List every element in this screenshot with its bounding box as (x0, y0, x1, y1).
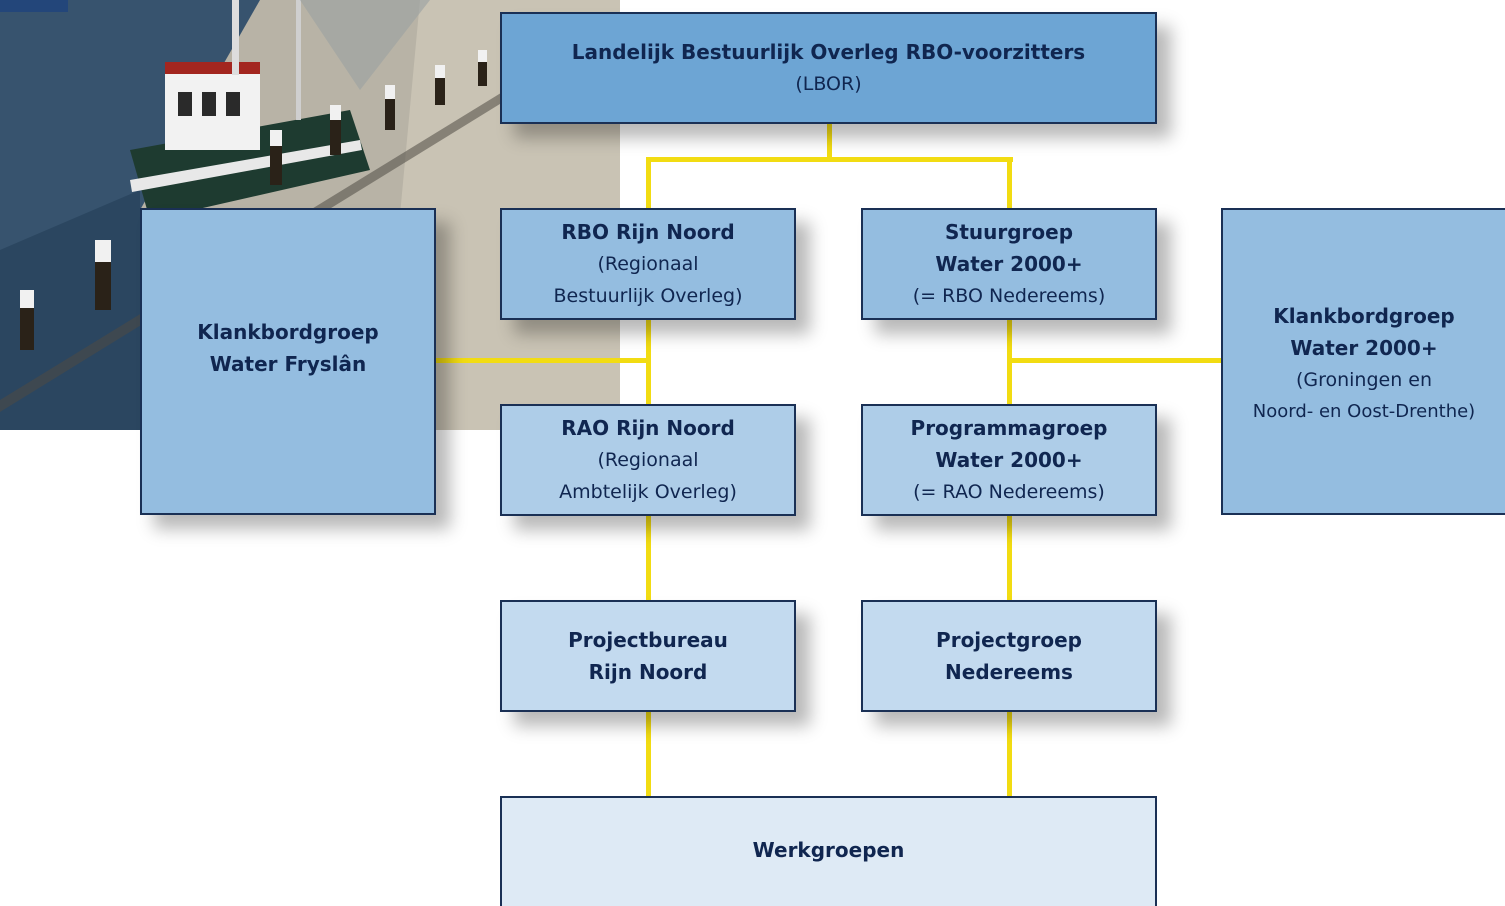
connector-projectgroep-to-werkgroepen (1007, 710, 1012, 798)
connector-left-to-rbo (646, 157, 651, 210)
klankbordgroep-water2000-title-line1: Klankbordgroep (1273, 304, 1455, 328)
rbo-rijn-noord-title: RBO Rijn Noord (561, 220, 735, 244)
lbor-title: Landelijk Bestuurlijk Overleg RBO-voorzi… (571, 40, 1086, 64)
connector-fryslan-to-left-trunk (434, 358, 650, 363)
klankbordgroep-water2000-box: Klankbordgroep Water 2000+ (Groningen en… (1221, 208, 1505, 515)
klankbordgroep-fryslan-box: Klankbordgroep Water Fryslân (140, 208, 436, 515)
connector-programmagroep-to-projectgroep (1007, 514, 1012, 602)
rao-rijn-noord-box: RAO Rijn Noord (Regionaal Ambtelijk Over… (500, 404, 796, 516)
projectgroep-title-line2: Nedereems (945, 660, 1073, 684)
lbor-box: Landelijk Bestuurlijk Overleg RBO-voorzi… (500, 12, 1157, 124)
connector-top-horizontal (646, 157, 1013, 162)
corner-tab (0, 0, 68, 12)
projectgroep-title-line1: Projectgroep (936, 628, 1082, 652)
connector-rao-to-projectbureau (646, 514, 651, 602)
connector-right-trunk-to-klankbordgroep (1010, 358, 1223, 363)
projectbureau-title-line2: Rijn Noord (588, 660, 708, 684)
rao-rijn-noord-title: RAO Rijn Noord (561, 416, 735, 440)
rbo-rijn-noord-box: RBO Rijn Noord (Regionaal Bestuurlijk Ov… (500, 208, 796, 320)
projectbureau-title-line1: Projectbureau (568, 628, 728, 652)
programmagroep-box: Programmagroep Water 2000+ (= RAO Nedere… (861, 404, 1157, 516)
connector-projectbureau-to-werkgroepen (646, 710, 651, 798)
lbor-subtitle: (LBOR) (795, 73, 862, 95)
klankbordgroep-water2000-subtitle-line2: Noord- en Oost-Drenthe) (1252, 401, 1476, 422)
klankbordgroep-fryslan-title-line2: Water Fryslân (209, 352, 367, 376)
programmagroep-subtitle: (= RAO Nedereems) (913, 481, 1105, 503)
rao-rijn-noord-subtitle: (Regionaal Ambtelijk Overleg) (559, 449, 737, 503)
stuurgroep-title-line2: Water 2000+ (935, 252, 1083, 276)
werkgroepen-box: Werkgroepen (500, 796, 1157, 906)
klankbordgroep-fryslan-title-line1: Klankbordgroep (197, 320, 379, 344)
connector-stuurgroep-to-programmagroep (1007, 318, 1012, 406)
stuurgroep-title-line1: Stuurgroep (944, 220, 1074, 244)
stuurgroep-box: Stuurgroep Water 2000+ (= RBO Nedereems) (861, 208, 1157, 320)
programmagroep-title-line2: Water 2000+ (935, 448, 1083, 472)
connector-lbor-down (827, 122, 832, 160)
klankbordgroep-water2000-subtitle-line1: (Groningen en (1295, 369, 1433, 391)
projectbureau-box: Projectbureau Rijn Noord (500, 600, 796, 712)
stuurgroep-subtitle: (= RBO Nedereems) (912, 285, 1106, 307)
rbo-rijn-noord-subtitle: (Regionaal Bestuurlijk Overleg) (553, 253, 743, 307)
projectgroep-box: Projectgroep Nedereems (861, 600, 1157, 712)
connector-right-to-stuurgroep (1007, 157, 1012, 210)
klankbordgroep-water2000-title-line2: Water 2000+ (1290, 336, 1438, 360)
werkgroepen-title: Werkgroepen (752, 838, 905, 862)
programmagroep-title-line1: Programmagroep (910, 416, 1108, 440)
